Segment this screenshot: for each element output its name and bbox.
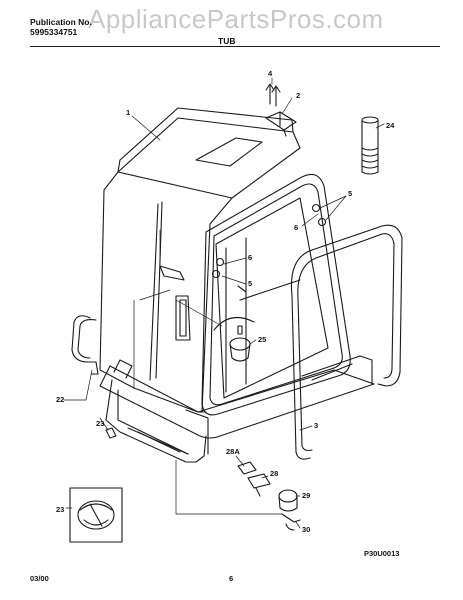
tub-front-frame	[201, 173, 351, 416]
callout-label: 5	[248, 279, 252, 288]
callout-label: 4	[268, 69, 273, 78]
callout-label: 2	[296, 91, 300, 100]
leader-lines	[63, 77, 385, 529]
callout-label: 22	[56, 395, 64, 404]
header-divider	[30, 46, 440, 47]
publication-label: Publication No.	[30, 17, 92, 27]
callout-label: 25	[258, 335, 266, 344]
callout-label: 3	[314, 421, 318, 430]
callout-label: 29	[302, 491, 310, 500]
tub-body	[99, 107, 301, 413]
part-2-bracket	[265, 111, 297, 137]
section-title: TUB	[218, 36, 236, 46]
lower-components	[237, 461, 301, 531]
callout-label: 24	[386, 121, 395, 130]
tub-base	[99, 355, 375, 463]
callout-label: 1	[126, 108, 130, 117]
callout-label: 30	[302, 525, 310, 534]
callout-labels: 1 2 4 24 5 6 6 5 25 22 23 3 28A 28 29 30…	[56, 69, 395, 534]
watermark: AppliancePartsPros.com	[88, 4, 384, 34]
callout-label: 6	[248, 253, 252, 262]
callout-label: 28A	[226, 447, 240, 456]
page-number: 6	[229, 574, 234, 583]
part-22-hose	[71, 315, 99, 375]
part-23-motor	[69, 487, 123, 543]
callout-label: 23	[96, 419, 104, 428]
callout-label: 5	[348, 189, 352, 198]
callout-label: 28	[270, 469, 278, 478]
diagram-code: P30U0013	[364, 549, 400, 558]
door-gasket	[290, 224, 403, 460]
publication-number: 5995334751	[30, 27, 78, 37]
part-24-tube	[361, 116, 379, 175]
callout-label: 6	[294, 223, 298, 232]
callout-label: 23	[56, 505, 64, 514]
footer-date: 03/00	[30, 574, 49, 583]
part-25-assembly	[213, 316, 255, 362]
